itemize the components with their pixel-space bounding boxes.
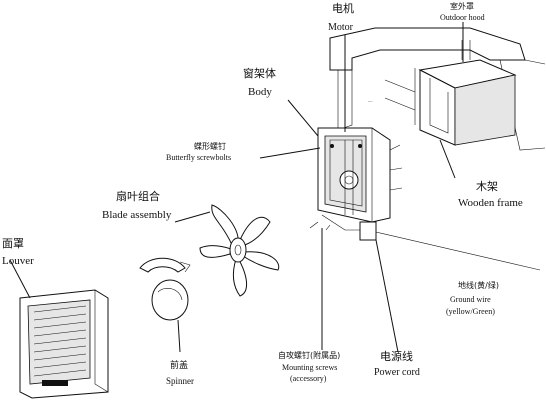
frame-label-zh: 木架 bbox=[476, 180, 498, 193]
blade-label-zh: 扇叶组合 bbox=[116, 189, 160, 203]
labels: 电机 Motor 室外罩 Outdoor hood 窗架体 Body 蝶形螺钉 … bbox=[2, 1, 523, 386]
louver-part bbox=[19, 289, 109, 399]
ground-label-en2: (yellow/Green) bbox=[446, 307, 495, 316]
screws-label-en1: Mounting screws bbox=[282, 363, 337, 372]
bolts-label-en: Butterfly screwbolts bbox=[166, 153, 231, 162]
body-frame-part bbox=[309, 127, 541, 271]
frame-leader bbox=[439, 139, 456, 179]
svg-text:—: — bbox=[367, 98, 373, 103]
blade-assembly-part bbox=[199, 204, 280, 297]
spinner-label-en: Spinner bbox=[166, 376, 194, 386]
louver-label-en: Louver bbox=[2, 255, 34, 267]
spinner-part bbox=[139, 257, 191, 321]
body-label-en: Body bbox=[248, 86, 272, 98]
louver-label-zh: 面罩 bbox=[2, 237, 24, 250]
blade-leader bbox=[174, 211, 211, 223]
hood-label-zh: 室外罩 bbox=[450, 1, 474, 11]
body-leader bbox=[287, 99, 319, 137]
bolts-leader bbox=[259, 147, 321, 159]
blade-label-en: Blade assembly bbox=[102, 209, 172, 221]
frame-label-en: Wooden frame bbox=[458, 197, 523, 209]
louver-leader bbox=[9, 259, 31, 299]
body-label-zh: 窗架体 bbox=[243, 66, 276, 80]
spinner-label-zh: 前盖 bbox=[170, 359, 188, 371]
motor-label-zh: 电机 bbox=[332, 1, 354, 15]
screws-label-zh: 自攻螺钉(附属品) bbox=[278, 350, 340, 360]
motor-label-en: Motor bbox=[328, 22, 354, 33]
ground-label-en1: Ground wire bbox=[450, 295, 491, 304]
cord-label-zh: 电源线 bbox=[380, 349, 413, 363]
outdoor-hood-part: — bbox=[329, 27, 546, 151]
leader-lines bbox=[9, 22, 464, 353]
hood-label-en: Outdoor hood bbox=[440, 13, 485, 22]
screws-label-en2: (accessory) bbox=[290, 374, 327, 383]
cord-label-en: Power cord bbox=[374, 367, 420, 378]
bolts-label-zh: 蝶形螺钉 bbox=[194, 141, 226, 151]
cord-leader bbox=[375, 239, 399, 353]
spinner-leader bbox=[177, 319, 181, 353]
ground-label-zh: 地线(黄/绿) bbox=[458, 280, 499, 290]
